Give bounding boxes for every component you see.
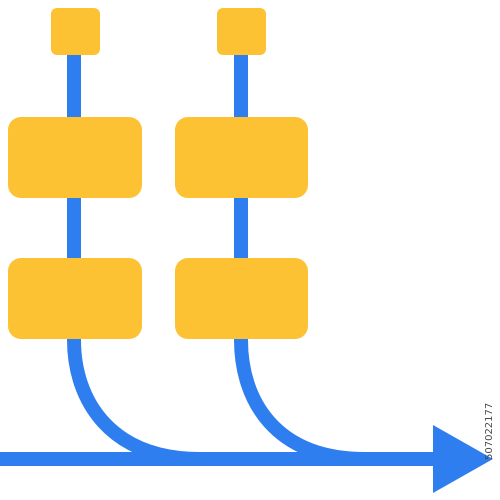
- left-top-small-block: [51, 8, 100, 55]
- left-branch-line: [67, 40, 201, 466]
- axis-arrow-head-icon: [433, 425, 493, 493]
- right-branch-line: [234, 40, 366, 466]
- stock-id-label: 507022177: [484, 402, 495, 460]
- right-top-small-block: [217, 8, 266, 55]
- right-bottom-block: [175, 258, 308, 339]
- left-middle-block: [8, 117, 142, 198]
- right-middle-block: [175, 117, 308, 198]
- left-bottom-block: [8, 258, 142, 339]
